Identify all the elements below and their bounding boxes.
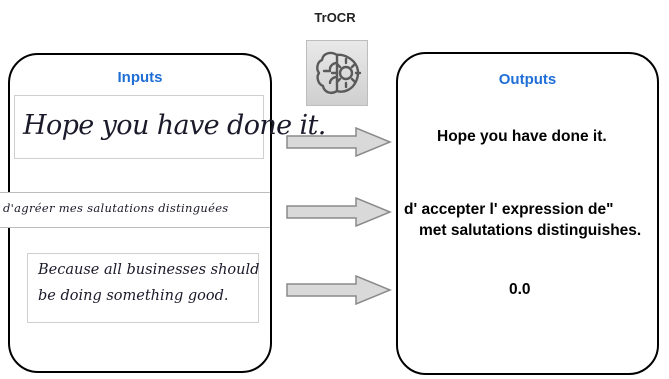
input-sample-image: Hope you have done it. — [14, 95, 326, 159]
output-result-line1: d' accepter l' expression de" — [404, 201, 614, 218]
arrow-icon — [286, 197, 392, 227]
input-sample-image: Because all businesses should be doing s… — [27, 253, 259, 323]
input-sample-text-line1: Because all businesses should — [38, 262, 260, 278]
output-result: 0.0 — [509, 281, 531, 298]
input-sample-image: d'agréer mes salutations distinguées — [0, 192, 270, 228]
output-result-line2: met salutations distinguishes. — [419, 222, 642, 239]
input-sample-text-line2: be doing something good. — [38, 288, 229, 304]
arrow-icon — [286, 127, 392, 157]
input-sample-text: Hope you have done it. — [23, 110, 326, 141]
brain-gear-icon — [306, 40, 368, 106]
input-sample-text: d'agréer mes salutations distinguées — [3, 201, 229, 215]
model-label: TrOCR — [314, 10, 356, 25]
arrow-icon — [286, 275, 392, 305]
outputs-title: Outputs — [498, 71, 557, 88]
inputs-title: Inputs — [117, 69, 163, 86]
outputs-panel: Outputs — [396, 52, 659, 375]
output-result: Hope you have done it. — [437, 128, 607, 145]
